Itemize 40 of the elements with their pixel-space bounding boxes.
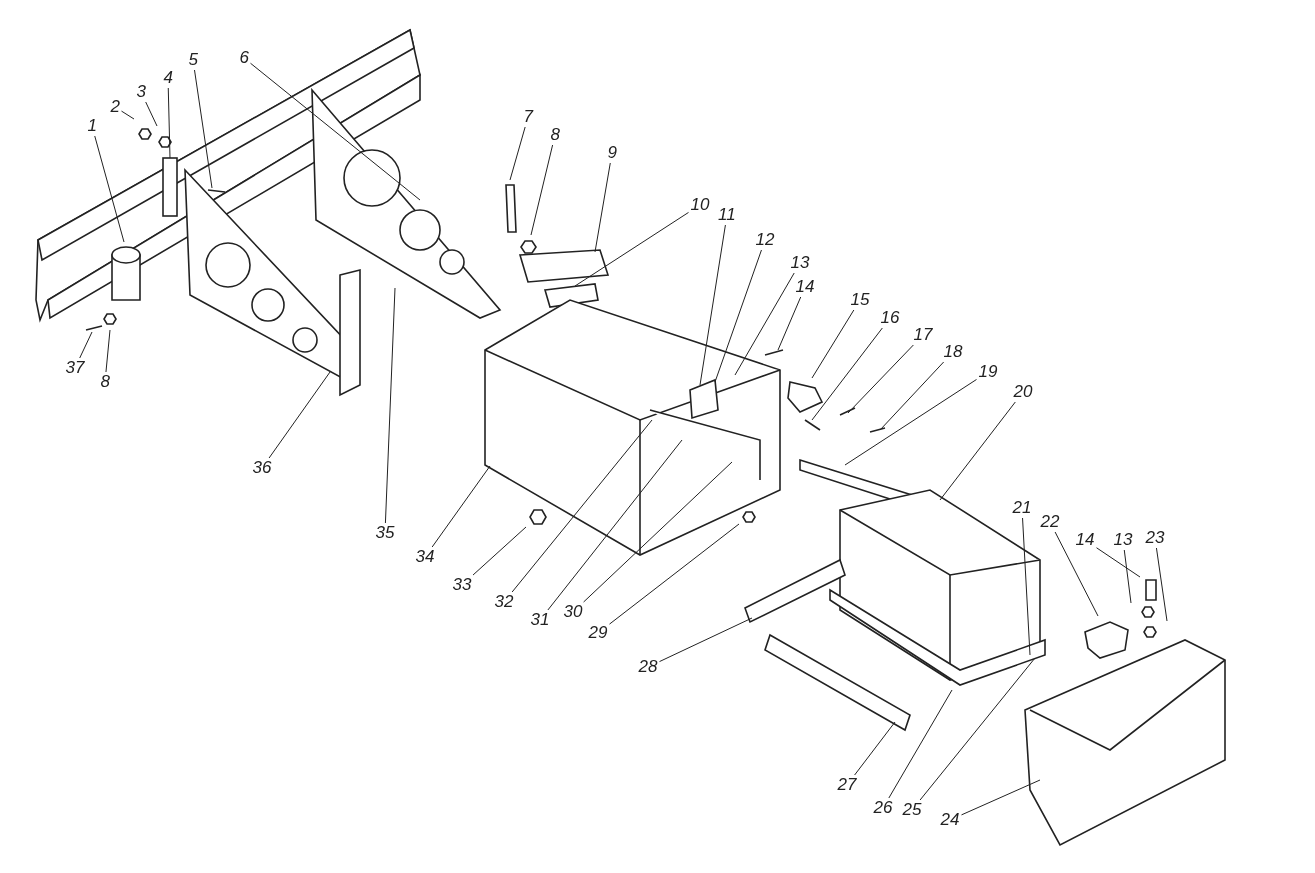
leader-line bbox=[811, 327, 883, 421]
leader-line bbox=[431, 465, 491, 548]
leader-line bbox=[811, 309, 855, 379]
leader-line bbox=[594, 162, 611, 253]
leader-line bbox=[105, 329, 111, 373]
leader-line bbox=[268, 371, 331, 459]
leader-line bbox=[699, 224, 726, 386]
leader-line bbox=[194, 69, 213, 189]
leader-line bbox=[1123, 549, 1132, 604]
leader-line bbox=[734, 272, 795, 376]
leader-line bbox=[94, 135, 125, 243]
leader-line bbox=[847, 344, 914, 414]
leader-line bbox=[121, 110, 135, 120]
leader-line bbox=[609, 523, 740, 625]
leader-line bbox=[79, 331, 93, 359]
leader-line bbox=[714, 249, 762, 383]
leader-line bbox=[1054, 531, 1099, 617]
leader-line bbox=[472, 526, 527, 576]
leader-line bbox=[145, 101, 158, 127]
leader-line bbox=[509, 126, 526, 181]
leader-line bbox=[888, 689, 953, 799]
leader-line bbox=[777, 296, 802, 351]
leader-line bbox=[659, 617, 753, 663]
leader-line bbox=[854, 721, 896, 776]
leader-line bbox=[879, 361, 945, 431]
leader-line bbox=[530, 144, 554, 236]
leader-line bbox=[1022, 517, 1031, 656]
leader-line bbox=[574, 211, 689, 287]
leader-line bbox=[844, 379, 977, 466]
leader-line bbox=[919, 657, 1036, 801]
leader-line bbox=[511, 419, 653, 593]
leader-line bbox=[939, 401, 1016, 501]
leader-line bbox=[583, 461, 733, 603]
leader-line bbox=[384, 287, 396, 524]
leader-line bbox=[1096, 547, 1141, 578]
leader-line bbox=[547, 439, 683, 611]
leader-line bbox=[961, 779, 1041, 816]
leader-line bbox=[167, 87, 171, 159]
leader-line bbox=[250, 62, 421, 201]
leader-line bbox=[1155, 547, 1168, 622]
